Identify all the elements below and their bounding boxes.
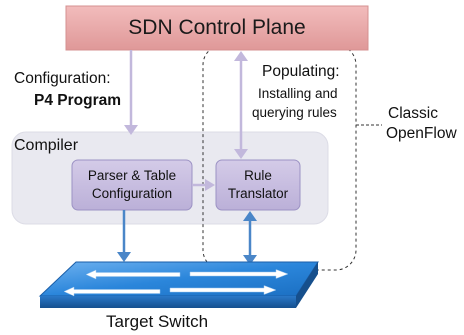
arrow-parser-switch-icon <box>117 210 131 262</box>
compiler-label: Compiler <box>14 137 79 154</box>
parser-line2: Configuration <box>91 186 173 201</box>
installing-label: Installing and <box>258 86 338 101</box>
switch-icon <box>38 261 319 308</box>
openflow-label: OpenFlow <box>386 125 457 142</box>
control-plane-label: SDN Control Plane <box>128 16 306 39</box>
p4-program-label: P4 Program <box>34 92 122 109</box>
parser-line1: Parser & Table <box>87 168 177 183</box>
control-plane-box <box>65 5 369 51</box>
arrow-populating-icon <box>234 51 248 159</box>
rule-line2: Translator <box>227 186 289 201</box>
rule-translator-text: Rule Translator <box>216 160 300 210</box>
target-switch-label: Target Switch <box>106 312 209 331</box>
rule-line1: Rule <box>244 168 272 183</box>
querying-label: querying rules <box>252 105 337 120</box>
arrow-config-icon <box>124 50 138 135</box>
populating-label: Populating: <box>262 63 340 80</box>
arrow-parser-rule-icon <box>192 179 215 191</box>
configuration-label: Configuration: <box>14 70 111 87</box>
classic-label: Classic <box>388 105 438 122</box>
parser-table-text: Parser & Table Configuration <box>72 160 192 210</box>
rule-translator-box <box>215 159 301 211</box>
arrow-rule-switch-icon <box>243 211 257 265</box>
